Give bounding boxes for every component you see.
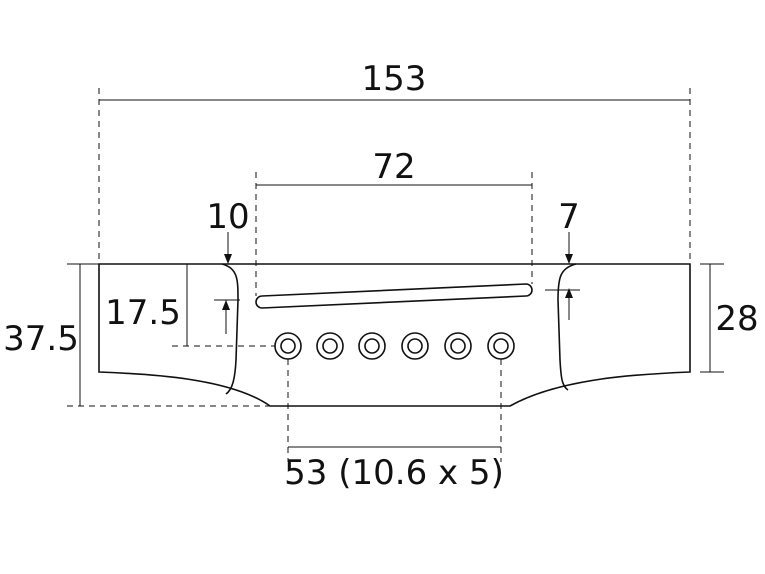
right-wing-curve xyxy=(557,263,577,391)
left-radius-label: 10 xyxy=(206,197,249,237)
pin-height-dimension: 17.5 xyxy=(105,264,275,347)
total-height-label: 37.5 xyxy=(3,319,79,359)
saddle-length-dimension: 72 xyxy=(255,147,533,296)
right-radius-label: 7 xyxy=(558,197,580,237)
end-height-label: 28 xyxy=(715,299,758,339)
pin-hole-6 xyxy=(487,332,515,360)
pin-hole-4 xyxy=(401,332,429,360)
saddle-slot xyxy=(255,283,533,309)
pin-hole-1 xyxy=(274,332,302,360)
bridge-body-outline xyxy=(98,263,691,407)
right-radius-dimension: 7 xyxy=(558,197,580,264)
pin-spacing-dimension: 53 (10.6 x 5) xyxy=(284,359,504,493)
total-height-dimension: 37.5 xyxy=(3,263,270,407)
pin-height-label: 17.5 xyxy=(105,293,181,333)
left-radius-dimension: 10 xyxy=(206,197,250,264)
pin-hole-3 xyxy=(358,332,386,360)
pin-spacing-label: 53 (10.6 x 5) xyxy=(284,453,504,493)
pin-hole-2 xyxy=(316,332,344,360)
overall-length-label: 153 xyxy=(362,59,427,99)
pin-holes xyxy=(274,332,515,360)
pin-hole-5 xyxy=(444,332,472,360)
slot-end-indicator xyxy=(545,288,580,320)
left-wing-curve xyxy=(221,263,239,395)
saddle-length-label: 72 xyxy=(372,147,415,187)
end-height-dimension: 28 xyxy=(700,263,759,373)
overall-length-dimension: 153 xyxy=(98,59,691,264)
